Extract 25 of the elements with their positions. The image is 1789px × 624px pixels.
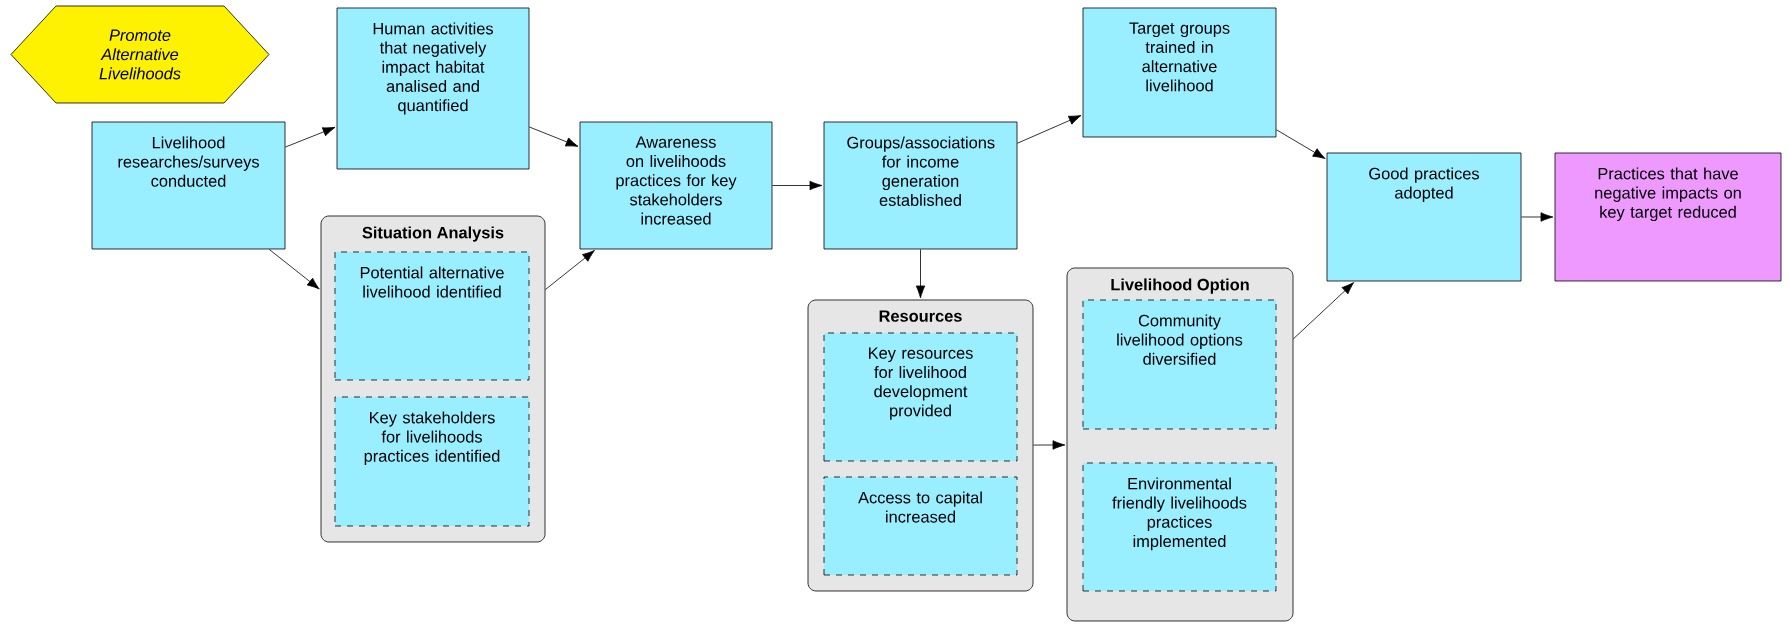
hexagon-label: Promote Alternative Livelihoods [10, 5, 270, 104]
process-box: Good practices adopted [1326, 152, 1522, 282]
process-box: Groups/associations for income generation established [823, 121, 1018, 250]
arrow [1033, 440, 1066, 450]
process-box: Target groups trained in alternative livelihood [1082, 7, 1277, 138]
process-box: Human activities that negatively impact habitat analised and quantified [336, 7, 530, 170]
arrow [772, 180, 823, 191]
process-box: Awareness on livelihoods practices for key stakeholders increased [579, 121, 773, 250]
arrow [1276, 129, 1326, 159]
dashed-box: Potential alternative livelihood identified [334, 251, 530, 381]
arrow [268, 249, 320, 290]
dashed-box: Key resources for livelihood development provided [823, 332, 1018, 462]
arrow [1017, 115, 1082, 144]
process-box: Livelihood researches/surveys conducted [91, 121, 286, 250]
arrow [285, 126, 336, 148]
arrow [915, 249, 926, 299]
arrow [545, 250, 595, 290]
dashed-box: Community livelihood options diversified [1082, 299, 1277, 430]
dashed-box: Access to capital increased [823, 476, 1018, 576]
arrow [529, 126, 579, 147]
dashed-box: Key stakeholders for livelihoods practices identified [334, 396, 530, 527]
dashed-box: Environmental friendly livelihoods practices implemented [1082, 462, 1277, 592]
arrow [1521, 212, 1554, 222]
arrow [1293, 282, 1355, 340]
outcome-box: Practices that have negative impacts on key target reduced [1554, 152, 1782, 282]
